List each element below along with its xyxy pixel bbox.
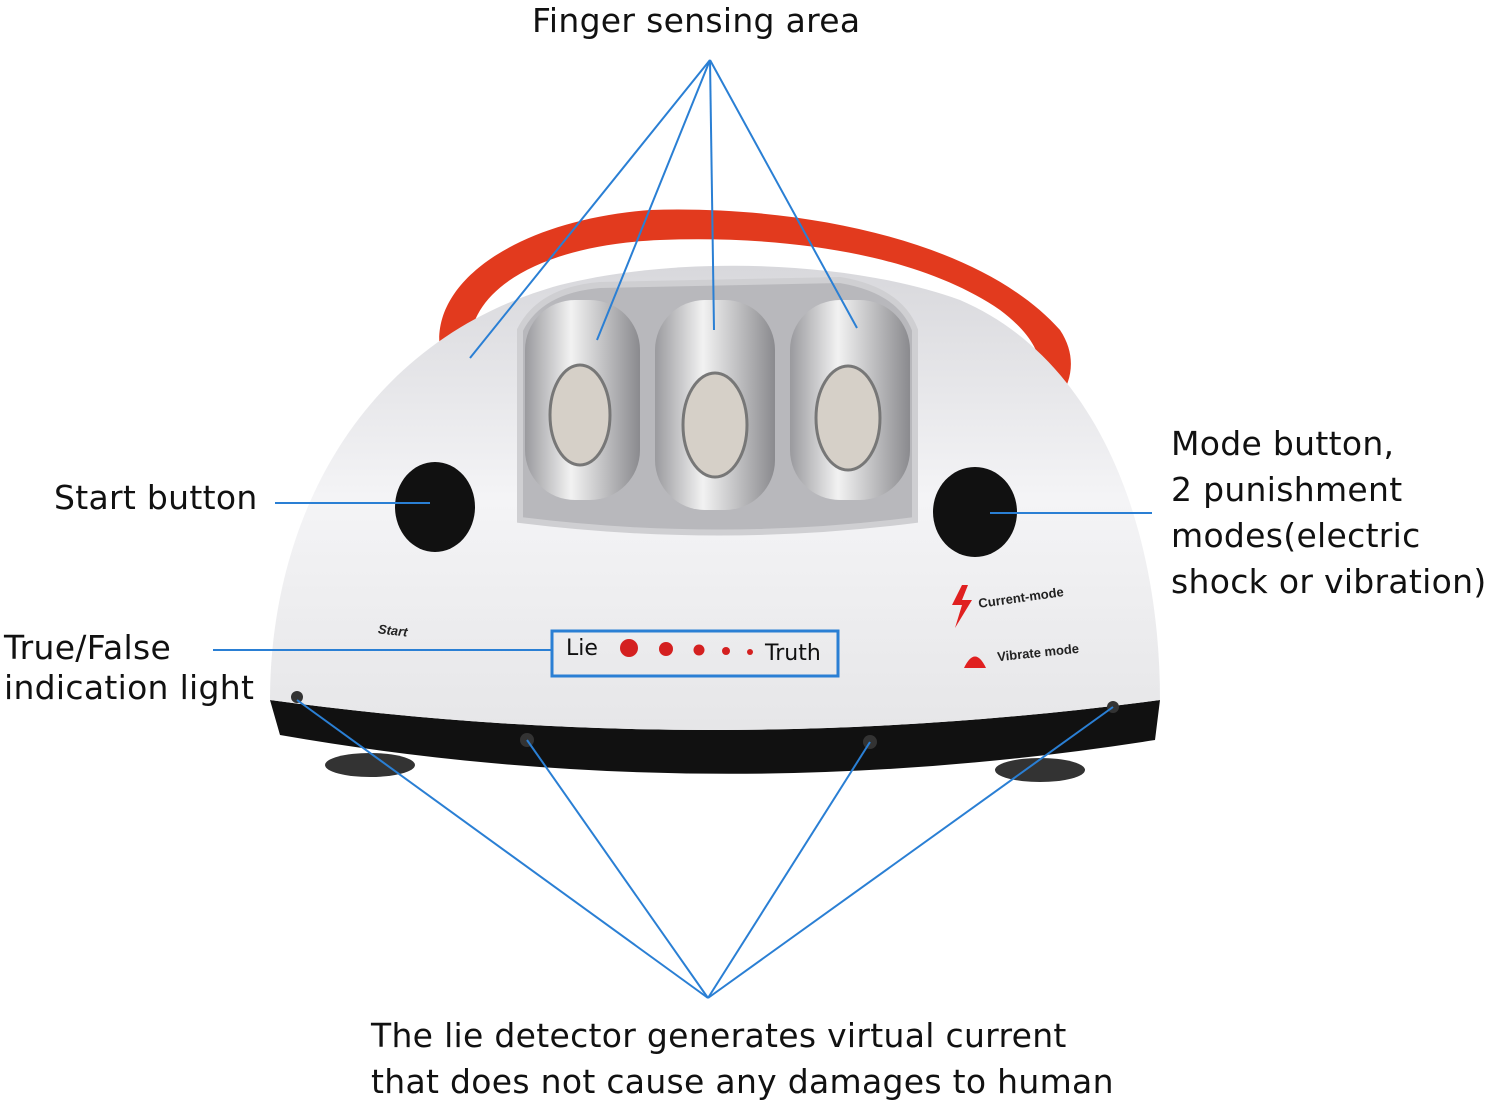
start-button-shape (395, 462, 475, 552)
mode-button-label: Mode button, 2 punishment modes(electric… (1171, 421, 1487, 605)
vibrate-icon (964, 656, 986, 668)
virtual-line-2: that does not cause any damages to human (371, 1062, 1114, 1101)
start-printed-label: Start (377, 621, 409, 640)
callout-lines (213, 59, 1152, 999)
finger-electrode-3 (814, 364, 882, 472)
virtual-line-1: The lie detector generates virtual curre… (371, 1016, 1067, 1055)
mode-line-4: shock or vibration) (1171, 562, 1487, 601)
indication-line-2: indication light (4, 668, 255, 707)
mode-button-shape (933, 467, 1017, 557)
indication-line-1: True/False (4, 628, 172, 667)
finger-electrode-2 (681, 371, 749, 479)
indication-light-label: True/False indication light (4, 628, 254, 708)
indicator-truth: Truth (765, 641, 821, 666)
indicator-box (550, 629, 840, 678)
finger-electrode-1 (548, 363, 612, 467)
mode-line-3: modes(electric (1171, 516, 1421, 555)
strap (439, 209, 1071, 410)
lightning-icon (952, 585, 972, 628)
mode-line-2: 2 punishment (1171, 470, 1403, 509)
virtual-current-label: The lie detector generates virtual curre… (371, 1013, 1114, 1105)
indicator-lie: Lie (566, 636, 598, 661)
start-button-label: Start button (54, 478, 258, 517)
finger-sensing-label: Finger sensing area (532, 1, 861, 40)
mode-line-1: Mode button, (1171, 424, 1395, 463)
device-base (270, 700, 1160, 774)
